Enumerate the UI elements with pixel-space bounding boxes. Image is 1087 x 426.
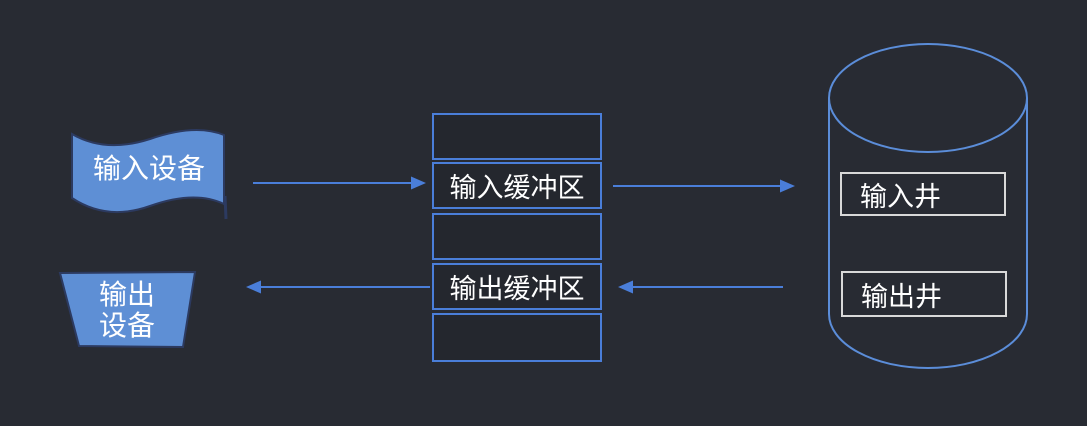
flag-tail-line <box>223 195 228 220</box>
buffer-cell-empty-3 <box>432 313 602 362</box>
buffer-cell-empty-1 <box>432 113 602 160</box>
input-well-box: 输入井 <box>840 172 1006 216</box>
output-buffer-cell: 输出缓冲区 <box>432 263 602 310</box>
arrow-output-well-to-output-buffer <box>618 280 783 294</box>
cylinder-top-ellipse <box>828 43 1028 153</box>
arrow-output-buffer-to-output-device <box>246 280 430 294</box>
arrow-input-buffer-to-input-well <box>613 179 795 193</box>
trapezoid-shape <box>58 270 197 349</box>
arrow-input-device-to-input-buffer <box>253 176 426 190</box>
input-buffer-cell: 输入缓冲区 <box>432 162 602 209</box>
cylinder-body <box>828 98 1028 369</box>
output-device-trapezoid-shape <box>58 270 197 349</box>
output-well-box: 输出井 <box>841 271 1007 317</box>
input-well-label: 输入井 <box>860 181 941 213</box>
output-well-label: 输出井 <box>861 281 942 313</box>
buffer-cell-empty-2 <box>432 213 602 260</box>
flag-wave-shape <box>71 129 225 214</box>
input-device-flag-shape <box>71 129 228 220</box>
disk-cylinder-shape <box>828 43 1028 369</box>
